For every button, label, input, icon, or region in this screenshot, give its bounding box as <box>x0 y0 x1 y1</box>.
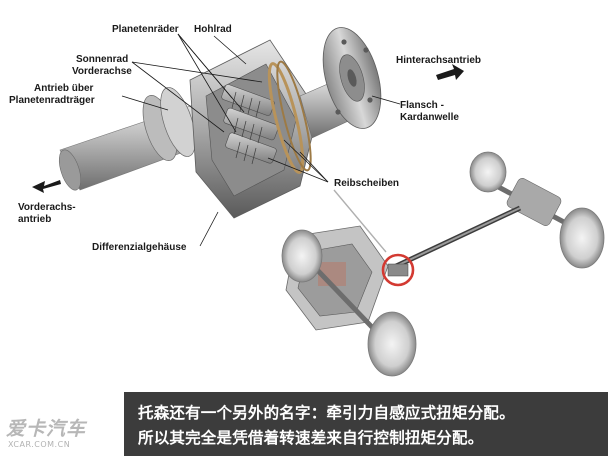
planet-gears <box>221 84 279 165</box>
leader-lines <box>121 33 401 253</box>
label-sonnenrad-2: Vorderachse <box>72 66 132 77</box>
label-reibscheiben: Reibscheiben <box>334 178 400 189</box>
carrier-rings <box>142 87 196 161</box>
center-diff-highlight <box>381 253 415 287</box>
watermark-url: XCAR.COM.CN <box>8 440 71 449</box>
label-flansch: Flansch - <box>400 100 444 111</box>
caption-line-1: 托森还有一个另外的名字：牵引力自感应式扭矩分配。 <box>138 404 515 422</box>
caption-box: 托森还有一个另外的名字：牵引力自感应式扭矩分配。 所以其完全是凭借着转速差来自行… <box>124 392 608 456</box>
label-antrieb-2: Planetenradträger <box>9 95 95 106</box>
rear-output-flange <box>299 27 382 139</box>
rear-drive-arrow-icon <box>436 64 464 80</box>
caption-line-2: 所以其完全是凭借着转速差来自行控制扭矩分配。 <box>138 429 484 447</box>
label-flansch-2: Kardanwelle <box>400 112 459 123</box>
label-planetenraeder: Planetenräder <box>112 24 179 35</box>
label-hohlrad: Hohlrad <box>194 24 232 35</box>
watermark-logo: 爱卡汽车 <box>6 418 87 440</box>
label-vorderachs-2: antrieb <box>18 214 52 225</box>
label-differenzialgehaeuse: Differenzialgehäuse <box>92 242 187 253</box>
friction-discs <box>267 60 312 174</box>
awd-chassis <box>281 151 605 377</box>
label-hinterachsantrieb: Hinterachsantrieb <box>396 55 482 66</box>
differential-housing <box>189 39 319 219</box>
front-drive-arrow-icon <box>32 180 61 193</box>
label-sonnenrad: Sonnenrad <box>76 54 129 65</box>
label-antrieb: Antrieb über <box>34 83 94 94</box>
label-vorderachs: Vorderachs- <box>18 202 76 213</box>
